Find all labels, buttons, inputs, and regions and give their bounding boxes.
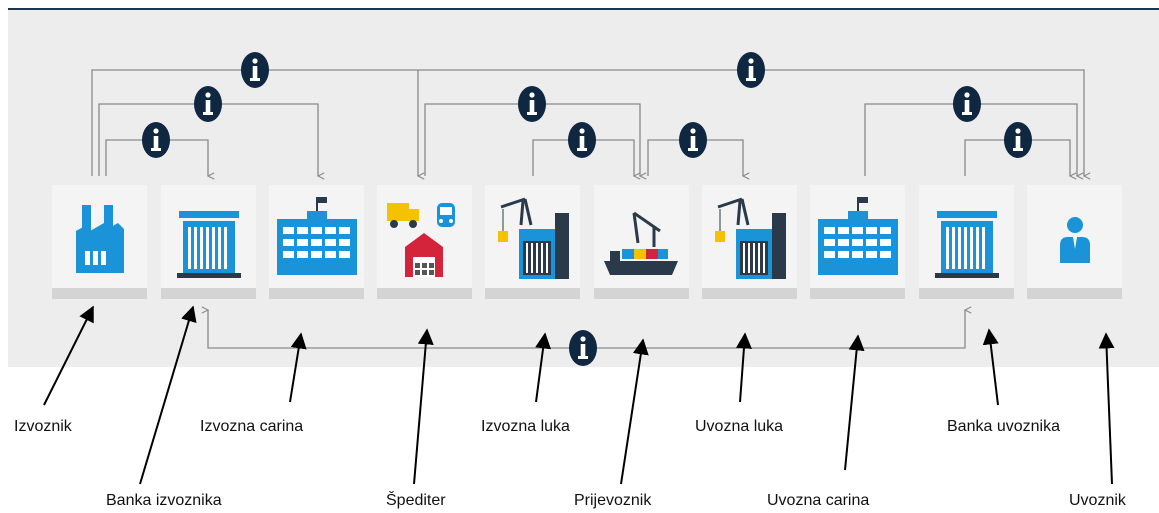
actor-card-izvoznik xyxy=(52,185,147,299)
card-base xyxy=(702,288,797,299)
label-prijevoznik: Prijevoznik xyxy=(574,492,652,509)
customs-building-icon xyxy=(277,197,357,275)
actor-card-izvozna-carina xyxy=(269,185,364,299)
actor-card-spediter xyxy=(377,185,472,299)
info-badge xyxy=(1004,122,1032,158)
pointer-arrow-banka-izvoznika xyxy=(139,305,197,485)
info-badge xyxy=(142,122,170,158)
actor-card-banka-uvoznika xyxy=(919,185,1014,299)
label-izvozna-carina: Izvozna carina xyxy=(200,418,304,435)
label-spediter: Špediter xyxy=(386,492,446,509)
pointer-arrow-izvoznik xyxy=(43,305,94,406)
card-base xyxy=(1027,288,1122,299)
info-badges xyxy=(142,52,1032,366)
logistics-icon xyxy=(387,203,455,277)
port-crane-icon xyxy=(715,197,786,279)
info-badge xyxy=(241,52,269,88)
info-badge xyxy=(569,330,597,366)
info-badge xyxy=(568,122,596,158)
pointer-arrow-banka-uvoznika xyxy=(982,328,999,406)
pointer-arrow-uvozna-carina xyxy=(844,334,865,471)
cargo-ship-icon xyxy=(604,211,678,275)
pointer-arrow-izvozna-luka xyxy=(535,332,552,403)
card-base xyxy=(269,288,364,299)
info-badge xyxy=(737,52,765,88)
info-badge xyxy=(518,86,546,122)
port-crane-icon xyxy=(498,197,569,279)
info-badge xyxy=(953,86,981,122)
label-izvozna-luka: Izvozna luka xyxy=(481,418,570,435)
card-base xyxy=(485,288,580,299)
top-divider xyxy=(8,8,1159,11)
actor-card-uvozna-luka xyxy=(702,185,797,299)
pointer-arrow-uvozna-luka xyxy=(735,332,752,403)
label-uvozna-luka: Uvozna luka xyxy=(695,418,784,435)
label-uvozna-carina: Uvozna carina xyxy=(767,492,870,509)
flow-line-izvoznik-uvoznik xyxy=(91,69,1084,176)
info-badge xyxy=(679,122,707,158)
actor-card-uvoznik xyxy=(1027,185,1122,299)
bank-icon xyxy=(935,211,999,278)
actor-card-prijevoznik xyxy=(594,185,689,299)
label-banka-uvoznika: Banka uvoznika xyxy=(947,418,1060,435)
pointer-arrow-spediter xyxy=(413,328,434,485)
actor-card-uvozna-carina xyxy=(810,185,905,299)
card-base xyxy=(919,288,1014,299)
actor-card-izvozna-luka xyxy=(485,185,580,299)
card-base xyxy=(377,288,472,299)
actor-card-banka-izvoznika xyxy=(161,185,256,299)
label-izvoznik: Izvoznik xyxy=(14,418,72,435)
card-base xyxy=(810,288,905,299)
info-badge xyxy=(194,86,222,122)
card-base xyxy=(594,288,689,299)
pointer-arrow-prijevoznik xyxy=(620,338,649,485)
pointer-arrow-uvoznik xyxy=(1098,332,1115,485)
card-base xyxy=(161,288,256,299)
factory-icon xyxy=(76,205,124,273)
pointer-arrow-izvozna-carina xyxy=(289,332,307,403)
customs-building-icon xyxy=(818,197,898,275)
card-base xyxy=(52,288,147,299)
label-uvoznik: Uvoznik xyxy=(1069,492,1126,509)
label-banka-izvoznika: Banka izvoznika xyxy=(106,492,222,509)
bank-icon xyxy=(177,211,241,278)
person-icon xyxy=(1060,217,1090,263)
